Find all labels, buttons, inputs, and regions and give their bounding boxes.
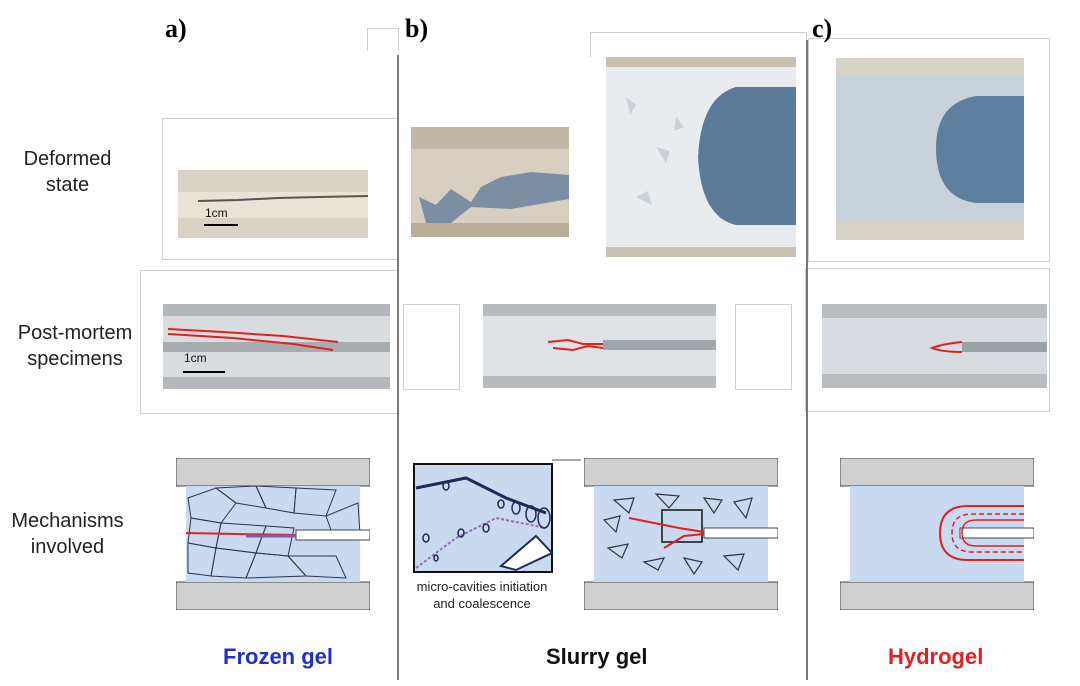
photo-deformed-slurry-left bbox=[411, 127, 569, 237]
photo-postmortem-hydrogel bbox=[822, 304, 1047, 388]
scale-bar-label-deformed: 1cm bbox=[205, 206, 228, 220]
diagram-slurry bbox=[584, 458, 778, 610]
photo-postmortem-frozen: 1cm bbox=[163, 304, 390, 389]
photo-postmortem-slurry-art bbox=[483, 304, 716, 388]
divider-ab bbox=[397, 55, 399, 680]
diagram-hydrogel bbox=[840, 458, 1034, 610]
label-hydrogel: Hydrogel bbox=[888, 644, 984, 669]
photo-deformed-hydrogel bbox=[836, 58, 1024, 240]
photo-deformed-frozen: 1cm bbox=[178, 170, 368, 238]
scale-bar-label-postmortem: 1cm bbox=[184, 351, 207, 365]
photo-deformed-hydrogel-art bbox=[836, 58, 1024, 240]
diagram-frozen bbox=[176, 458, 370, 610]
photo-deformed-slurry-left-art bbox=[411, 127, 569, 237]
row-label-deformed: Deformed state bbox=[0, 146, 135, 198]
row-label-postmortem: Post-mortem specimens bbox=[0, 320, 150, 372]
photo-postmortem-frozen-art bbox=[163, 304, 390, 389]
inset-caption-line1: micro-cavities initiation bbox=[416, 579, 548, 594]
inset-caption-line2: and coalescence bbox=[433, 596, 531, 611]
label-frozen-gel: Frozen gel bbox=[223, 644, 334, 669]
outline-top-b2 bbox=[590, 32, 807, 57]
row-label-deformed-line1: Deformed bbox=[23, 148, 112, 170]
panel-letter-b: b) bbox=[405, 14, 429, 43]
outline-post-b-right bbox=[735, 304, 792, 390]
row-label-mechanisms-line2: involved bbox=[30, 536, 105, 558]
row-label-postmortem-line1: Post-mortem bbox=[17, 322, 133, 344]
outline-top-b bbox=[367, 28, 399, 51]
panel-letter-a: a) bbox=[165, 14, 187, 43]
divider-bc bbox=[806, 40, 808, 680]
photo-deformed-slurry-right bbox=[606, 57, 796, 257]
photo-deformed-frozen-art bbox=[178, 170, 368, 238]
panel-letter-c: c) bbox=[812, 14, 833, 43]
row-label-postmortem-line2: specimens bbox=[27, 348, 123, 370]
outline-post-b-left bbox=[403, 304, 460, 390]
row-label-mechanisms-line1: Mechanisms bbox=[11, 510, 124, 532]
photo-postmortem-hydrogel-art bbox=[822, 304, 1047, 388]
label-slurry-gel: Slurry gel bbox=[546, 644, 648, 669]
row-label-mechanisms: Mechanisms involved bbox=[0, 508, 135, 560]
inset-caption: micro-cavities initiation and coalescenc… bbox=[402, 578, 562, 612]
photo-postmortem-slurry bbox=[483, 304, 716, 388]
photo-deformed-slurry-right-art bbox=[606, 57, 796, 257]
diagram-inset bbox=[413, 459, 581, 573]
row-label-deformed-line2: state bbox=[45, 174, 90, 196]
